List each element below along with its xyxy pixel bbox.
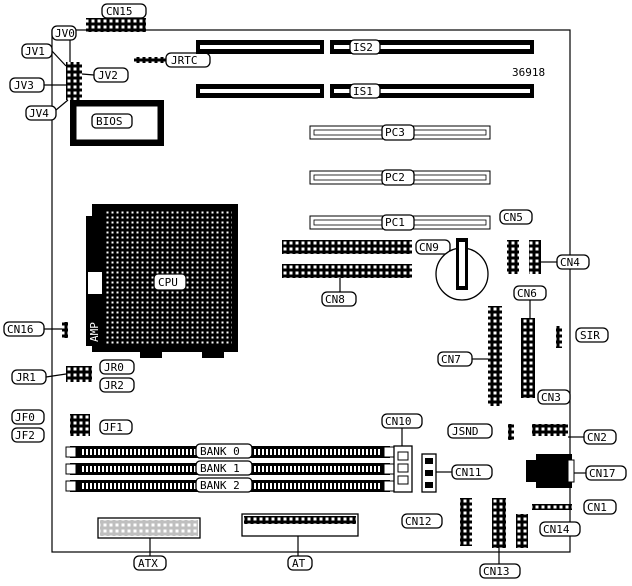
jrtc-jumper <box>134 57 166 63</box>
cn13-connector <box>492 498 506 548</box>
board-outline <box>51 29 571 553</box>
pc1-label: PC1 <box>385 216 405 229</box>
jv4-label: JV4 <box>29 107 49 120</box>
jf-jumper-block <box>70 414 90 436</box>
jf1-label: JF1 <box>103 421 123 434</box>
cn10-connector <box>393 445 413 493</box>
cn8-label: CN8 <box>325 293 345 306</box>
board-number: 36918 <box>512 66 545 79</box>
cn14-connector <box>516 514 528 548</box>
jv-jumper-block <box>66 62 82 100</box>
jv1-label: JV1 <box>25 45 45 58</box>
cn2-label: CN2 <box>587 431 607 444</box>
cn12-connector <box>460 498 472 546</box>
bank2-label: BANK 2 <box>200 479 240 492</box>
cn15-label: CN15 <box>106 5 133 18</box>
cn16-label: CN16 <box>7 323 34 336</box>
cn11-connector <box>421 453 437 493</box>
sir-label: SIR <box>580 329 600 342</box>
cn11-label: CN11 <box>455 466 482 479</box>
cn1-label: CN1 <box>587 501 607 514</box>
cn8-connector <box>282 264 412 278</box>
battery <box>435 238 489 301</box>
cn5-connector <box>507 240 519 274</box>
cn9-label: CN9 <box>419 241 439 254</box>
cn13-label: CN13 <box>483 565 510 578</box>
jf2-label: JF2 <box>15 429 35 442</box>
cn17-label: CN17 <box>589 467 616 480</box>
jf0-label: JF0 <box>15 411 35 424</box>
cn15-connector <box>86 18 146 32</box>
is1-label: IS1 <box>353 85 373 98</box>
bios-label: BIOS <box>96 115 123 128</box>
cn17-connector <box>526 454 575 488</box>
atx-label: ATX <box>138 557 158 570</box>
at-power-connector <box>241 513 359 537</box>
cn14-label: CN14 <box>543 523 570 536</box>
cn5-label: CN5 <box>503 211 523 224</box>
cn3-connector <box>532 424 568 436</box>
pc2-label: PC2 <box>385 171 405 184</box>
cn10-label: CN10 <box>385 415 412 428</box>
cpu-label: CPU <box>158 276 178 289</box>
jv0-label: JV0 <box>55 27 75 40</box>
cn4-connector <box>529 240 541 274</box>
jr-jumper-block <box>66 366 92 382</box>
cn12-label: CN12 <box>405 515 432 528</box>
cn4-label: CN4 <box>560 256 580 269</box>
bank0-label: BANK 0 <box>200 445 240 458</box>
jr2-label: JR2 <box>104 379 124 392</box>
jrtc-label: JRTC <box>171 54 198 67</box>
jsnd-label: JSND <box>452 425 479 438</box>
at-label: AT <box>292 557 306 570</box>
cn7-connector <box>488 306 502 406</box>
atx-power-connector <box>97 517 201 539</box>
jv2-label: JV2 <box>98 69 118 82</box>
cn3-label: CN3 <box>541 391 561 404</box>
sir-connector <box>556 326 562 348</box>
jr1-label: JR1 <box>16 371 36 384</box>
cn16-connector <box>62 322 68 338</box>
is2-label: IS2 <box>353 41 373 54</box>
cn6-connector <box>521 318 535 398</box>
amp-label: AMP <box>88 322 101 342</box>
bank1-label: BANK 1 <box>200 462 240 475</box>
pc3-label: PC3 <box>385 126 405 139</box>
jv3-label: JV3 <box>14 79 34 92</box>
cn9-connector <box>282 240 412 254</box>
jsnd-connector <box>508 424 514 440</box>
jr0-label: JR0 <box>104 361 124 374</box>
cn7-label: CN7 <box>441 353 461 366</box>
cn6-label: CN6 <box>517 287 537 300</box>
cn1-connector <box>532 504 572 510</box>
